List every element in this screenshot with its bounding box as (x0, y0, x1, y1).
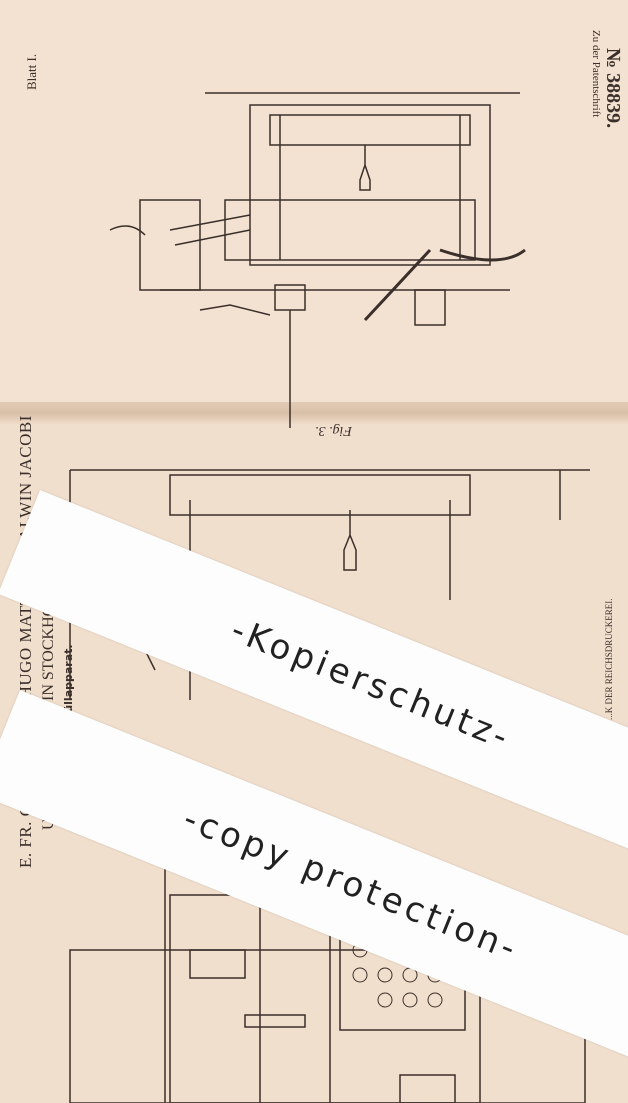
figure-3-drawing (110, 93, 525, 428)
printer-fragment: ...K DER REICHSDRUCKEREI. (604, 598, 614, 720)
patent-number: № 38839. (601, 48, 624, 128)
figure-label: Fig. 3. (315, 422, 352, 438)
sheet-label: Blatt I. (24, 54, 40, 90)
